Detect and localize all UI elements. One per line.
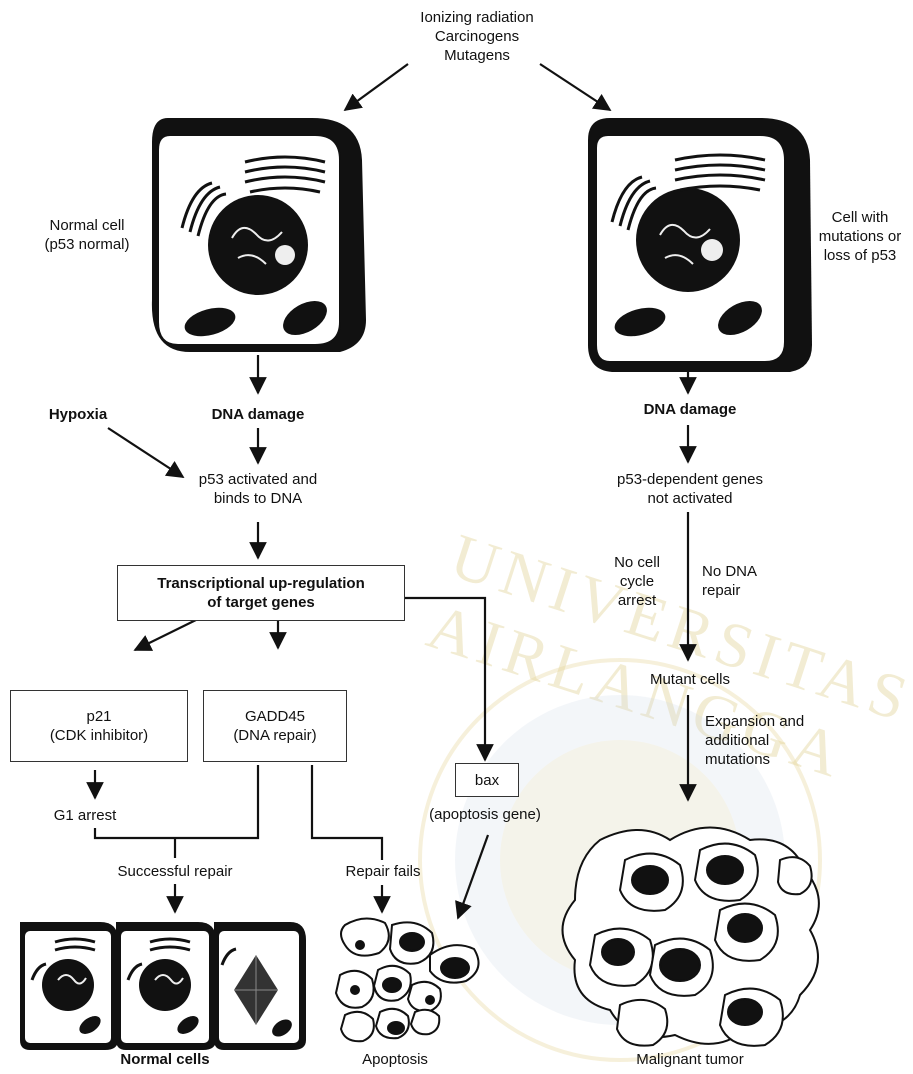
normal-cell-label-line-1: Normal cell <box>22 216 152 235</box>
source-line-2: Carcinogens <box>392 27 562 46</box>
expansion-label: Expansion and additional mutations <box>705 712 855 769</box>
mutant-cell-label: Cell with mutations or loss of p53 <box>808 208 912 265</box>
gadd45-box: GADD45 (DNA repair) <box>203 690 347 762</box>
hypoxia-label: Hypoxia <box>38 405 118 424</box>
connector-gadd45-to-repair-fails <box>312 765 382 860</box>
genes-not-activated-line-2: not activated <box>585 489 795 508</box>
apoptosis-label: Apoptosis <box>340 1050 450 1069</box>
no-dna-repair-label: No DNA repair <box>702 562 792 600</box>
repair-fails-label: Repair fails <box>328 862 438 881</box>
p53-activated-line-1: p53 activated and <box>180 470 336 489</box>
source-text: Ionizing radiation Carcinogens Mutagens <box>392 8 562 65</box>
transcription-line-2: of target genes <box>118 593 404 612</box>
source-line-1: Ionizing radiation <box>392 8 562 27</box>
expansion-line-1: Expansion and <box>705 712 855 731</box>
normal-cell-label: Normal cell (p53 normal) <box>22 216 152 254</box>
arrow-hypoxia-to-p53 <box>108 428 183 477</box>
malignant-tumor-label: Malignant tumor <box>615 1050 765 1069</box>
p21-box-line-2: (CDK inhibitor) <box>11 726 187 745</box>
apoptosis-illustration <box>336 918 479 1041</box>
p53-activated-line-2: binds to DNA <box>180 489 336 508</box>
normal-cells-illustration <box>20 922 306 1050</box>
normal-cell-label-line-2: (p53 normal) <box>22 235 152 254</box>
no-cell-cycle-line-2: cycle <box>602 572 672 591</box>
mutant-cell-label-line-2: mutations or <box>808 227 912 246</box>
arrow-to-normal-cell <box>345 64 408 110</box>
apoptosis-gene-label: (apoptosis gene) <box>405 805 565 824</box>
bax-box: bax <box>455 763 519 797</box>
no-dna-repair-line-1: No DNA <box>702 562 792 581</box>
source-line-3: Mutagens <box>392 46 562 65</box>
normal-cells-label: Normal cells <box>90 1050 240 1069</box>
no-cell-cycle-line-3: arrest <box>602 591 672 610</box>
genes-not-activated-label: p53-dependent genes not activated <box>585 470 795 508</box>
no-cell-cycle-line-1: No cell <box>602 553 672 572</box>
arrow-to-mutant-cell <box>540 64 610 110</box>
mutant-cell-label-line-1: Cell with <box>808 208 912 227</box>
normal-cell-illustration <box>152 118 366 352</box>
transcription-box: Transcriptional up-regulation of target … <box>117 565 405 621</box>
mutant-cell-label-line-3: loss of p53 <box>808 246 912 265</box>
p53-activated-label: p53 activated and binds to DNA <box>180 470 336 508</box>
arrow-to-p21 <box>135 618 200 650</box>
p21-box: p21 (CDK inhibitor) <box>10 690 188 762</box>
gadd45-box-line-1: GADD45 <box>204 707 346 726</box>
left-dna-damage-label: DNA damage <box>180 405 336 424</box>
transcription-line-1: Transcriptional up-regulation <box>118 574 404 593</box>
expansion-line-2: additional <box>705 731 855 750</box>
right-dna-damage-label: DNA damage <box>612 400 768 419</box>
no-cell-cycle-arrest-label: No cell cycle arrest <box>602 553 672 610</box>
arrow-to-bax <box>405 598 485 760</box>
p21-box-line-1: p21 <box>11 707 187 726</box>
g1-arrest-label: G1 arrest <box>30 806 140 825</box>
mutant-cell-illustration <box>588 118 812 372</box>
connector-g1-gadd45 <box>95 765 258 838</box>
mutant-cells-label: Mutant cells <box>625 670 755 689</box>
gadd45-box-line-2: (DNA repair) <box>204 726 346 745</box>
successful-repair-label: Successful repair <box>80 862 270 881</box>
no-dna-repair-line-2: repair <box>702 581 792 600</box>
expansion-line-3: mutations <box>705 750 855 769</box>
genes-not-activated-line-1: p53-dependent genes <box>585 470 795 489</box>
